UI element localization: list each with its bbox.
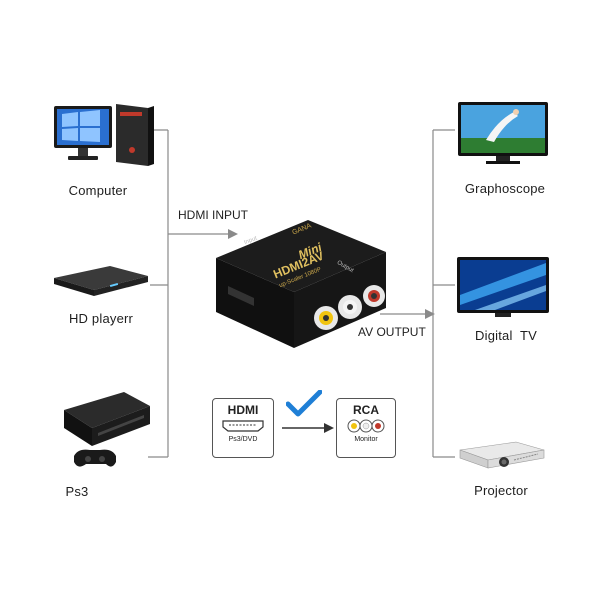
digital-tv-icon [457, 257, 549, 317]
hd-player-device [50, 262, 150, 302]
ps3-device [58, 388, 158, 473]
computer-icon [54, 104, 154, 166]
hdmi-legend-subtitle: Ps3/DVD [228, 436, 258, 443]
hd-player-icon [54, 266, 148, 296]
projector-device [456, 438, 546, 472]
rca-jacks-icon [347, 419, 385, 433]
checkmark-icon [286, 390, 322, 417]
ps3-label: Ps3 [65, 484, 89, 499]
hdmi2av-adapter: GANA Mini HDMI2AV up-Scaler 1080P Input … [210, 208, 388, 358]
computer-label: Computer [68, 183, 128, 198]
legend-arrow [282, 423, 334, 433]
hd-player-label: HD playerr [68, 311, 134, 326]
rca-legend-box: RCA Monitor [336, 398, 396, 458]
computer-device [48, 100, 158, 170]
graphoscope-label: Graphoscope [464, 181, 546, 196]
adapter-image [216, 220, 386, 348]
hdmi-legend-box: HDMI Ps3/DVD [212, 398, 274, 458]
rca-legend-title: RCA [353, 403, 379, 417]
hdmi-plug-icon [222, 420, 264, 432]
projector-label: Projector [474, 483, 528, 498]
graphoscope-monitor-icon [458, 102, 548, 164]
hdmi-input-label: HDMI INPUT [178, 208, 248, 222]
graphoscope-device [456, 100, 550, 166]
av-output-label: AV OUTPUT [358, 325, 426, 339]
digital-tv-device [455, 255, 551, 319]
digital-tv-label: Digital TV [475, 328, 537, 343]
ps3-console-icon [64, 392, 150, 467]
projector-icon [459, 441, 545, 469]
hdmi-legend-title: HDMI [227, 403, 259, 417]
rca-legend-subtitle: Monitor [354, 436, 378, 443]
